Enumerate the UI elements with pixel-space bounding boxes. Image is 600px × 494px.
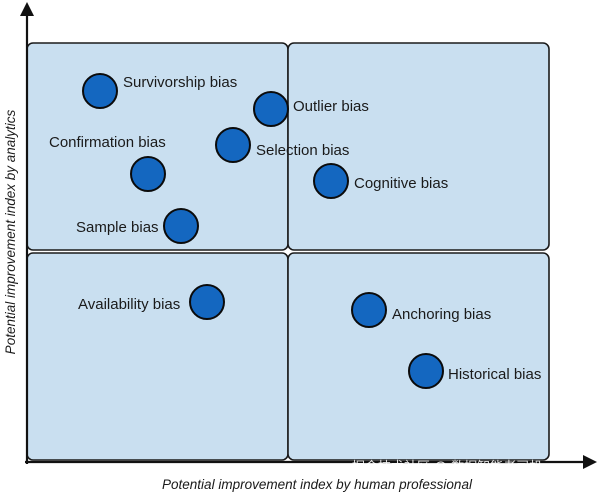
watermark: 掘金技术社区 @ 数据智能老司机 <box>352 459 542 475</box>
bias-label: Selection bias <box>256 142 349 159</box>
bias-dot <box>163 208 199 244</box>
quadrant-top-right <box>287 42 550 251</box>
bias-point-confirmation: Confirmation bias <box>49 134 166 192</box>
bias-dot <box>215 127 251 163</box>
bias-label: Cognitive bias <box>354 175 448 192</box>
bias-label: Sample bias <box>76 219 159 236</box>
bias-point-cognitive: Cognitive bias <box>313 163 448 199</box>
bias-dot <box>351 292 387 328</box>
bias-point-selection: Selection bias <box>215 127 349 163</box>
bias-label: Availability bias <box>78 296 180 313</box>
bias-dot <box>130 156 166 192</box>
bias-dot <box>253 91 289 127</box>
bias-label: Anchoring bias <box>392 306 491 323</box>
bias-dot <box>408 353 444 389</box>
bias-point-anchoring: Anchoring bias <box>351 292 491 328</box>
y-axis-arrowhead <box>20 2 34 16</box>
bias-point-survivorship: Survivorship bias <box>82 73 237 109</box>
bias-point-historical: Historical bias <box>408 353 541 389</box>
y-axis-title: Potential improvement index by analytics <box>3 109 18 354</box>
bias-point-sample: Sample bias <box>76 208 199 244</box>
bias-point-availability: Availability bias <box>78 284 225 320</box>
x-axis-arrowhead <box>583 455 597 469</box>
x-axis-title: Potential improvement index by human pro… <box>162 477 473 492</box>
bias-label: Confirmation bias <box>49 134 166 151</box>
bias-dot <box>313 163 349 199</box>
bias-point-outlier: Outlier bias <box>253 91 369 127</box>
bias-label: Outlier bias <box>293 98 369 115</box>
bias-label: Survivorship bias <box>123 74 237 91</box>
quadrant-bottom-left <box>26 252 289 461</box>
bias-dot <box>82 73 118 109</box>
bias-label: Historical bias <box>448 366 541 383</box>
bias-dot <box>189 284 225 320</box>
